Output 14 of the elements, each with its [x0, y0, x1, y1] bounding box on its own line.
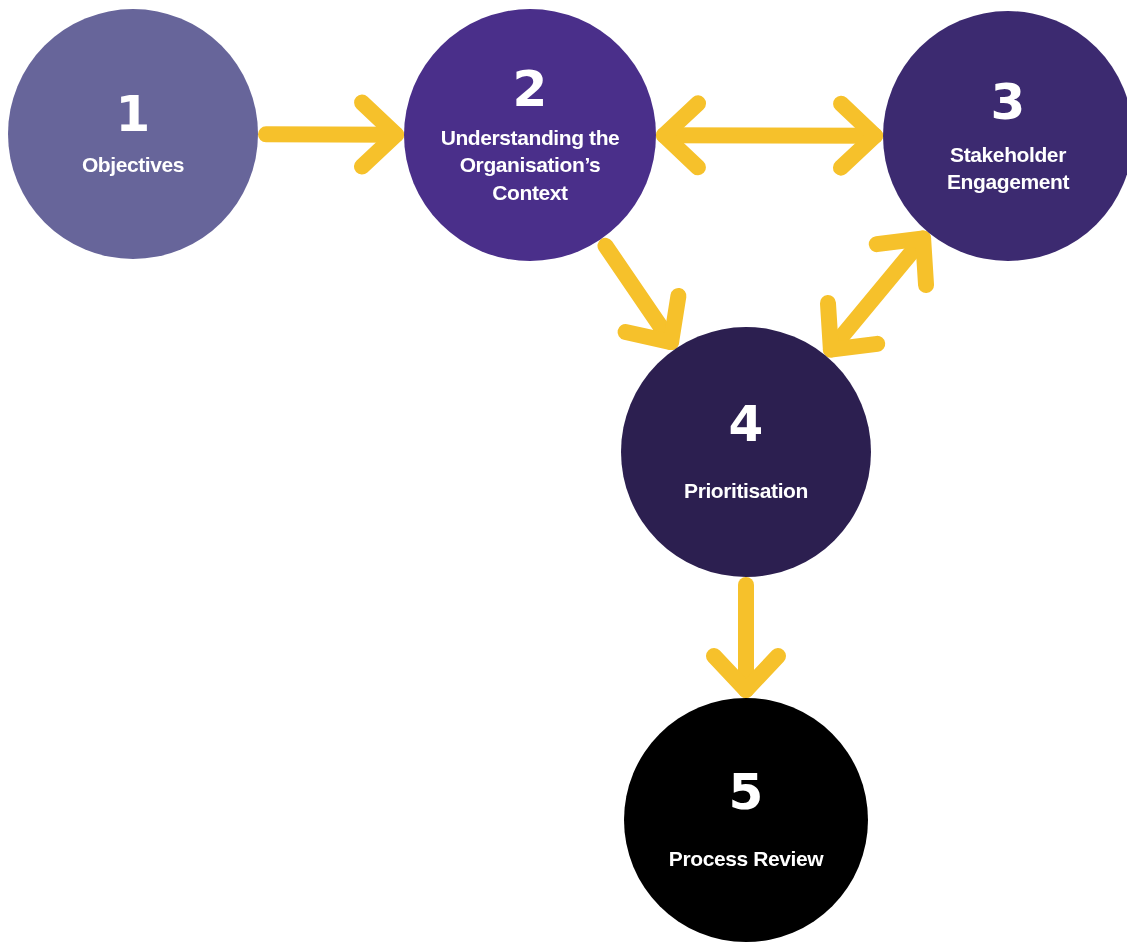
step-label: Stakeholder Engagement [946, 141, 1071, 195]
step-number: 3 [990, 76, 1026, 127]
step-label: Understanding the Organisation’s Context [439, 125, 621, 206]
arrow [597, 237, 687, 351]
arrow [656, 95, 883, 176]
arrow [819, 230, 935, 358]
step-number: 5 [728, 767, 764, 818]
step-label: Prioritisation [684, 478, 808, 505]
arrow [258, 94, 404, 175]
step-number: 2 [512, 64, 548, 115]
step-label: Objectives [81, 152, 185, 179]
step-number: 4 [728, 399, 764, 450]
step-number: 1 [115, 89, 151, 140]
step-label: Process Review [668, 846, 824, 873]
